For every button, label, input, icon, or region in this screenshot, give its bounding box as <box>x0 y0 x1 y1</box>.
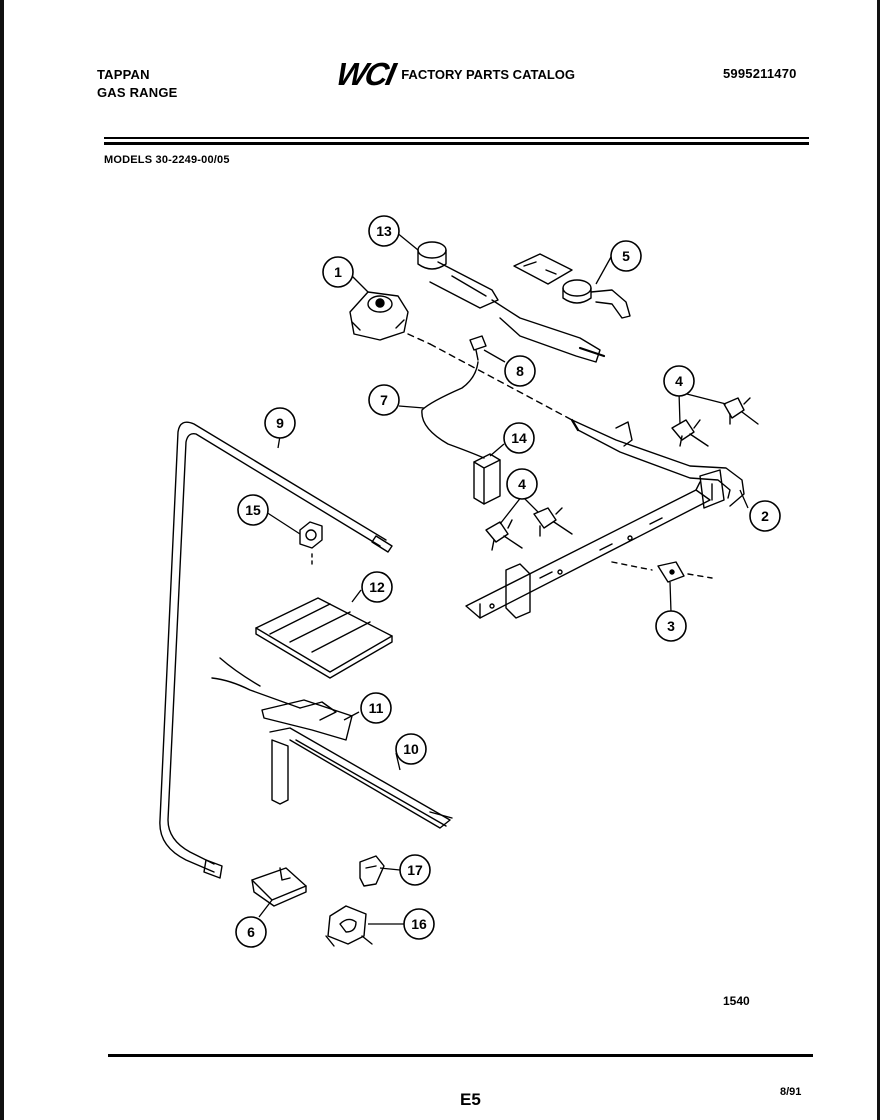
catalog-number: 5995211470 <box>723 66 797 81</box>
part-clip-17 <box>359 855 385 887</box>
header-rule-thin <box>104 137 809 139</box>
callout-2: 2 <box>749 500 781 532</box>
part-nut-15 <box>299 521 323 567</box>
svg-text:6: 6 <box>247 924 255 940</box>
figure-number: 1540 <box>723 994 750 1008</box>
scan-edge-left <box>0 0 4 1120</box>
svg-text:8: 8 <box>516 363 524 379</box>
part-holder-11 <box>325 905 373 947</box>
svg-text:16: 16 <box>411 916 427 932</box>
page-date: 8/91 <box>780 1086 802 1098</box>
callout-7: 7 <box>368 384 400 416</box>
svg-text:12: 12 <box>369 579 385 595</box>
part-valves-4-upper <box>671 397 759 447</box>
callout-15: 15 <box>237 494 269 526</box>
part-switch-16 <box>473 453 501 505</box>
brand-block: TAPPAN GAS RANGE <box>97 66 178 102</box>
callout-8: 8 <box>504 355 536 387</box>
part-tube-9 <box>159 421 393 879</box>
catalog-header: WCI FACTORY PARTS CATALOG <box>333 56 576 93</box>
svg-text:4: 4 <box>675 373 683 389</box>
brand-name: TAPPAN <box>97 67 150 82</box>
part-burner-assembly-5 <box>513 253 631 319</box>
callout-12: 10 <box>395 733 427 765</box>
svg-text:10: 10 <box>403 741 419 757</box>
part-oven-burner-12 <box>269 727 453 829</box>
page-identifier: E5 <box>460 1090 481 1109</box>
product-type: GAS RANGE <box>97 85 178 100</box>
svg-text:17: 17 <box>407 862 423 878</box>
models-label: MODELS 30-2249-00/05 <box>104 154 230 166</box>
part-burner-assembly-6 <box>417 241 606 363</box>
svg-text:13: 13 <box>376 223 392 239</box>
part-manifold-bracket <box>465 481 711 619</box>
scan-edge-right <box>877 0 880 1120</box>
part-igniter-13 <box>211 657 353 741</box>
callout-13: 11 <box>360 692 392 724</box>
callout-1: 1 <box>322 256 354 288</box>
svg-text:9: 9 <box>276 415 284 431</box>
svg-text:14: 14 <box>511 430 527 446</box>
part-baffle-14 <box>255 597 393 679</box>
svg-text:1: 1 <box>334 264 342 280</box>
callout-11: 16 <box>403 908 435 940</box>
part-bracket-3 <box>611 561 713 583</box>
callout-17: 17 <box>399 854 431 886</box>
part-clip-8 <box>469 335 487 361</box>
header-rule-thick <box>104 142 809 145</box>
callout-10: 6 <box>235 916 267 948</box>
svg-text:5: 5 <box>622 248 630 264</box>
callout-9: 9 <box>264 407 296 439</box>
part-manifold-2 <box>570 418 745 509</box>
callout-16: 14 <box>503 422 535 454</box>
footer-rule <box>108 1054 813 1057</box>
svg-text:2: 2 <box>761 508 769 524</box>
part-wire-7 <box>421 361 485 459</box>
svg-text:3: 3 <box>667 618 675 634</box>
callout-5: 5 <box>610 240 642 272</box>
callout-4-upper: 4 <box>663 365 695 397</box>
callout-labels: 1 13 5 8 7 4 9 14 4 2 15 12 3 11 10 17 1… <box>235 215 781 948</box>
callout-4-lower: 4 <box>506 468 538 500</box>
part-bracket-10 <box>251 867 307 907</box>
leader-lines <box>258 231 749 925</box>
callout-3: 3 <box>655 610 687 642</box>
svg-text:7: 7 <box>380 392 388 408</box>
svg-text:11: 11 <box>369 700 384 716</box>
callout-6: 13 <box>368 215 400 247</box>
svg-text:4: 4 <box>518 476 526 492</box>
part-regulator <box>349 291 431 345</box>
catalog-title: FACTORY PARTS CATALOG <box>401 67 576 82</box>
callout-14: 12 <box>361 571 393 603</box>
part-valves-4-lower <box>485 507 573 551</box>
svg-text:15: 15 <box>245 502 261 518</box>
